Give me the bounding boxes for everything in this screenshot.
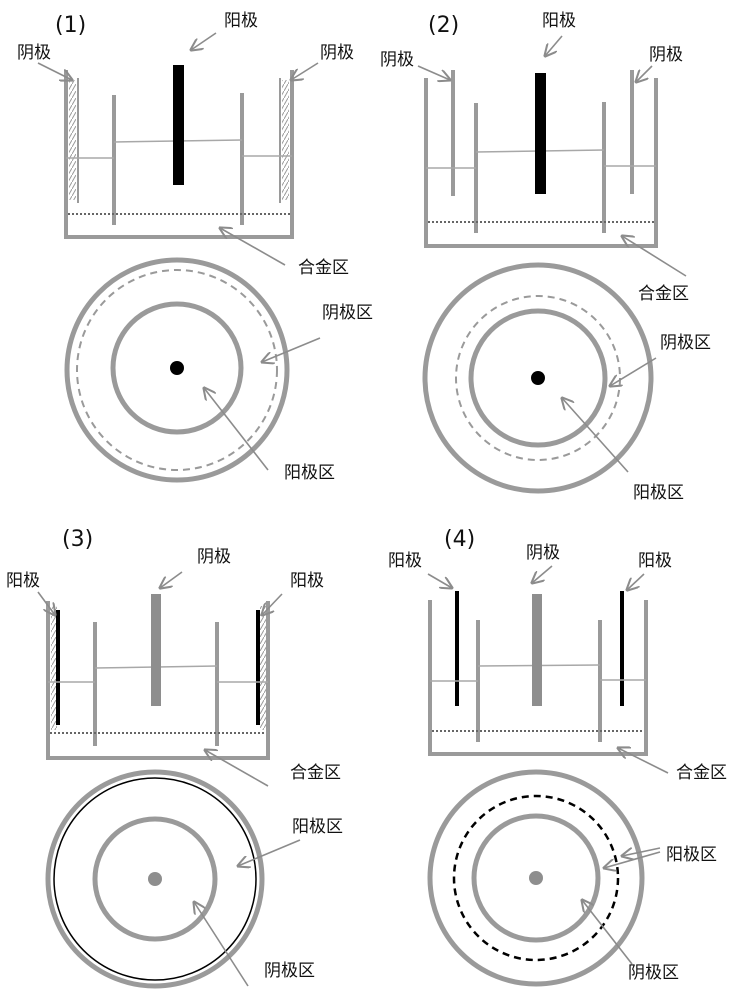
vessel-wall [46,601,270,760]
arrows [37,571,301,987]
arrow [627,573,645,590]
outer-ring [427,769,645,987]
arrow [160,571,183,588]
label-inner-zone: 阴极区 [264,961,315,981]
label-top-center: 阳极 [224,11,258,31]
label-top-right: 阳极 [638,551,672,571]
arrow [545,35,563,56]
label-alloy-zone: 合金区 [298,258,349,278]
cathode-dot [148,872,162,886]
arrow [204,388,269,471]
label-top-center: 阳极 [542,11,576,31]
arrow [427,573,452,588]
inner-ring [471,813,601,943]
arrow [205,750,269,787]
arrow [636,65,653,82]
cathode-lining-left [69,80,76,200]
label-top-left: 阳极 [388,551,422,571]
panel-1: (1) 阴极 阳 [17,11,373,483]
cell-side-view [424,70,658,248]
anode-dot [170,361,184,375]
inner-ring [468,308,608,448]
panel-number: (3) [62,527,93,552]
label-top-center: 阴极 [526,543,560,563]
cell-top-view [64,257,290,483]
arrows [37,32,321,471]
label-top-left: 阳极 [6,571,40,591]
cathode-lining-right [282,80,289,200]
cell-side-view [428,591,648,756]
label-top-left: 阴极 [380,50,414,70]
arrow [622,236,687,277]
panel-3: (3) 阳极 阴 [6,527,343,989]
label-top-right: 阳极 [290,571,324,591]
outer-ring [422,262,654,494]
label-inner-zone: 阳极区 [633,483,684,503]
label-alloy-zone: 合金区 [290,763,341,783]
label-inner-zone: 阳极区 [284,463,335,483]
outer-ring [64,257,290,483]
anode-center [173,65,184,185]
arrow [37,62,72,80]
vessel-wall [428,600,648,756]
arrows [427,565,669,965]
arrow [610,357,657,386]
label-outer-zone: 阴极区 [660,333,711,353]
cathode-center [151,594,161,706]
arrow [191,32,217,50]
panel-2: (2) 阴极 阳极 阴极 合 [380,11,711,503]
label-outer-zone: 阴极区 [322,303,373,323]
anode-ring [452,794,620,962]
inner-ring [92,816,218,942]
cathode-ring [76,269,278,471]
label-alloy-zone: 合金区 [638,284,689,304]
label-top-left: 阴极 [17,43,51,63]
label-top-right: 阴极 [320,43,354,63]
label-top-right: 阴极 [649,45,683,65]
label-outer-zone: 阳极区 [292,817,343,837]
cathode-center [532,594,542,706]
lining-left [51,606,57,730]
anode-center [535,73,546,194]
arrow [37,591,55,615]
lining-right [260,606,266,730]
vessel-wall [64,70,294,239]
anode-ring [53,777,257,981]
arrow [220,228,286,266]
panel-number: (1) [55,13,86,38]
inner-ring [110,301,244,435]
cell-top-view [45,769,265,989]
panel-4: (4) 阳极 阴极 阳 [388,527,727,987]
arrows [417,35,687,473]
arrow [562,398,629,473]
cell-top-view [422,262,654,494]
label-inner-zone: 阴极区 [628,963,679,983]
arrow [532,565,553,583]
label-top-center: 阴极 [197,547,231,567]
panel-number: (4) [444,527,475,552]
arrow [194,902,249,987]
vessel-wall [424,78,658,248]
arrow [604,851,661,868]
cell-top-view [427,769,645,987]
arrow [262,337,321,362]
arrow [622,847,661,856]
arrow [262,593,283,615]
anode-dot [531,371,545,385]
outer-ring [45,769,265,989]
label-outer-zone: 阳极区 [666,845,717,865]
arrow [582,900,633,965]
cell-side-view [64,65,294,239]
arrow [417,65,450,80]
arrow [238,839,301,866]
cell-side-view [46,594,270,760]
arrow [618,748,669,774]
arrow [291,62,319,80]
label-alloy-zone: 合金区 [676,763,727,783]
panel-number: (2) [428,13,459,38]
cathode-dot [529,871,543,885]
